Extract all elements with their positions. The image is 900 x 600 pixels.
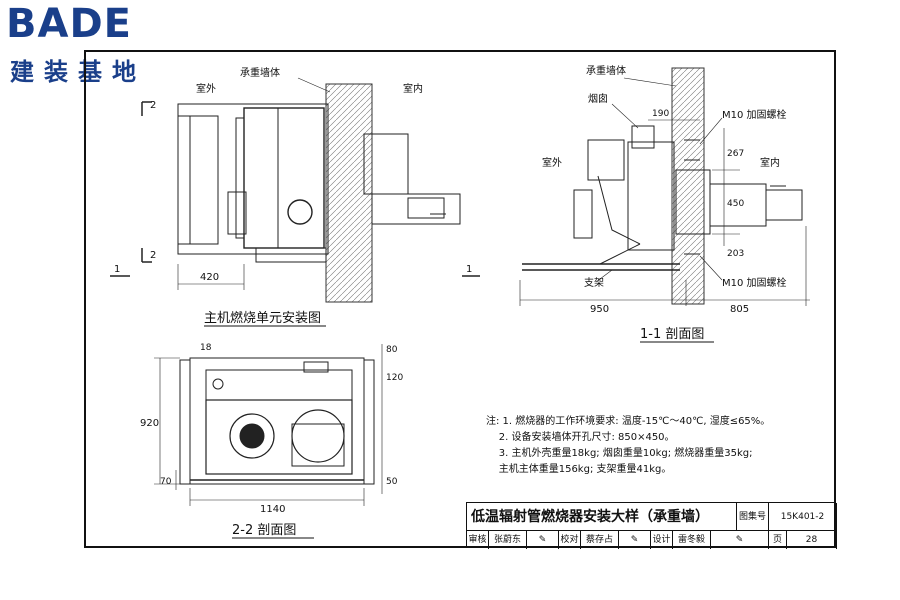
note-2: 2. 设备安装墙体开孔尺寸: 850×450。 — [498, 432, 675, 443]
outer-housing — [177, 103, 329, 255]
section-2-top: 2 — [150, 100, 156, 111]
note-3: 3. 主机外壳重量18kg; 烟囱重量10kg; 燃烧器重量35kg; — [498, 448, 753, 459]
s22-dim-50: 50 — [386, 477, 398, 487]
s22-title: 2-2 剖面图 — [232, 523, 296, 538]
flue — [631, 125, 655, 149]
page-number: 28 — [787, 531, 837, 549]
s22-top-panel — [205, 369, 353, 401]
s11-dim-805: 805 — [730, 304, 749, 315]
section-2-bottom: 2 — [150, 250, 156, 261]
atlas-number: 15K401-2 — [769, 503, 837, 531]
note-1: 注: 1. 燃烧器的工作环境要求: 温度-15℃～40℃, 湿度≤65%。 — [486, 416, 771, 427]
main-outside-label: 室外 — [196, 82, 216, 95]
main-dim-420: 420 — [200, 272, 219, 283]
title-block: 低温辐射管燃烧器安装大样（承重墙） 图集号 15K401-2 审核 张蔚东 ✎ … — [466, 502, 837, 549]
section-1-right: 1 — [466, 264, 472, 275]
s22-dim-80: 80 — [386, 345, 398, 355]
s11-bolt-bottom-label: M10 加固螺栓 — [722, 276, 787, 289]
bearing-wall-11 — [671, 67, 705, 305]
s11-inside-label: 室内 — [760, 156, 780, 169]
section-1-left: 1 — [114, 264, 120, 275]
s22-dim-18: 18 — [200, 343, 212, 353]
main-inside-label: 室内 — [403, 82, 423, 95]
s11-dim-267: 267 — [727, 149, 744, 159]
main-view-title: 主机燃烧单元安装图 — [204, 310, 321, 326]
s11-bolt-top-label: M10 加固螺栓 — [722, 108, 787, 121]
s22-dim-120: 120 — [386, 373, 403, 383]
burner-port — [287, 199, 313, 225]
s11-dim-950: 950 — [590, 304, 609, 315]
s11-support-label: 支架 — [584, 277, 604, 289]
logo-subtitle: 建装基地 — [10, 58, 146, 86]
s22-dim-920: 920 — [140, 418, 159, 429]
main-install-view — [110, 77, 480, 303]
s11-outside-label: 室外 — [542, 156, 562, 169]
designer-signature: ✎ — [711, 531, 769, 549]
s11-dim-203: 203 — [727, 249, 744, 259]
s22-fan-disc — [291, 409, 345, 463]
checker-signature: ✎ — [619, 531, 651, 549]
design-label: 设计 — [651, 531, 673, 549]
s11-title: 1-1 剖面图 — [640, 327, 704, 342]
section-2-2-view — [154, 344, 383, 506]
designer-name: 雷冬毅 — [673, 531, 711, 549]
checker-name: 蔡存占 — [581, 531, 619, 549]
s22-dim-70: 70 — [160, 477, 172, 487]
drawing-title: 低温辐射管燃烧器安装大样（承重墙） — [467, 503, 737, 531]
drawing-frame — [84, 50, 836, 548]
s11-dim-450: 450 — [727, 199, 744, 209]
logo-text: BADE — [6, 1, 132, 47]
s11-dim-190: 190 — [652, 109, 669, 119]
reviewer-signature: ✎ — [527, 531, 559, 549]
s11-flue-label: 烟囱 — [588, 92, 608, 105]
check-label: 校对 — [559, 531, 581, 549]
s22-burner-disc — [229, 413, 275, 459]
s11-wall-label: 承重墙体 — [586, 64, 626, 77]
notes-block: 注: 1. 燃烧器的工作环境要求: 温度-15℃～40℃, 湿度≤65%。 2.… — [486, 414, 770, 478]
page-label: 页 — [769, 531, 787, 549]
review-label: 审核 — [467, 531, 489, 549]
main-wall-label: 承重墙体 — [240, 66, 280, 79]
s22-dim-1140: 1140 — [260, 504, 285, 515]
section-1-1-view — [519, 67, 810, 306]
note-4: 主机主体重量156kg; 支架重量41kg。 — [498, 464, 672, 475]
atlas-label: 图集号 — [737, 503, 769, 531]
main-body — [243, 107, 325, 249]
bearing-wall — [325, 83, 373, 303]
reviewer-name: 张蔚东 — [489, 531, 527, 549]
